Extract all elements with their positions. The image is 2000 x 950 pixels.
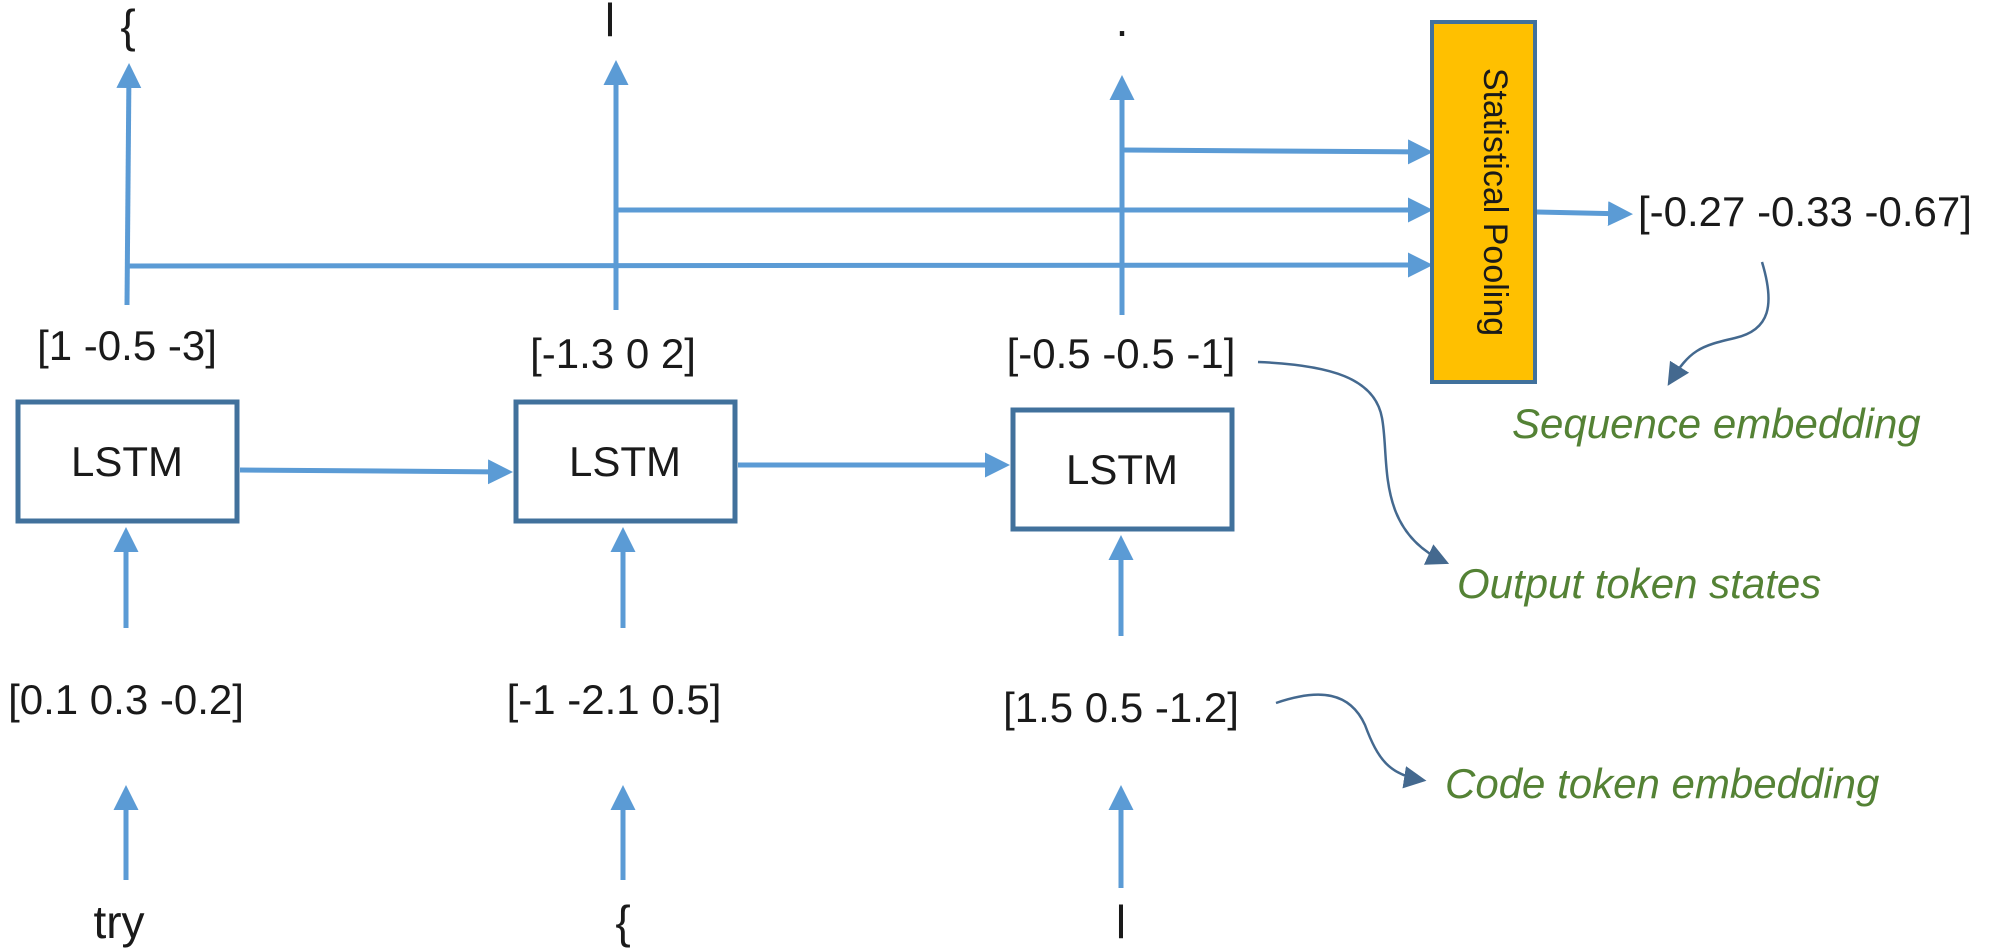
embedding-vector-2: [-1 -2.1 0.5] (507, 676, 722, 723)
predicted-token-3: . (1116, 0, 1129, 46)
sequence-embedding-pointer (1667, 261, 1770, 386)
predicted-token-1: { (120, 0, 135, 52)
arrow-state1-to-pooling (127, 252, 1433, 278)
output-states-pointer (1257, 360, 1450, 565)
lstm-cell-3: LSTM (1010, 407, 1235, 532)
code-token-embedding-label: Code token embedding (1445, 760, 1879, 807)
output-token-states-label: Output token states (1457, 560, 1821, 607)
input-token-1: try (93, 896, 144, 948)
statistical-pooling-block: Statistical Pooling (1430, 20, 1537, 384)
sequence-embedding-label: Sequence embedding (1512, 400, 1921, 447)
predicted-token-2: l (605, 0, 615, 46)
output-state-3: [-0.5 -0.5 -1] (1007, 330, 1236, 377)
sequence-embedding-vector: [-0.27 -0.33 -0.67] (1638, 188, 1972, 235)
lstm-cell-2: LSTM (513, 399, 738, 524)
input-token-2: { (615, 896, 630, 948)
input-token-3: l (1116, 896, 1126, 948)
lstm-cell-1: LSTM (15, 399, 240, 524)
lstm-label-1: LSTM (71, 438, 183, 485)
pooling-box (1430, 20, 1537, 384)
output-state-2: [-1.3 0 2] (530, 330, 696, 377)
arrow-lstm1-to-lstm2 (239, 459, 513, 485)
lstm-label-3: LSTM (1066, 446, 1178, 493)
embedding-vector-1: [0.1 0.3 -0.2] (8, 676, 244, 723)
arrow-state-to-prediction-1 (116, 63, 142, 306)
lstm-label-2: LSTM (569, 438, 681, 485)
embedding-vector-3: [1.5 0.5 -1.2] (1003, 684, 1239, 731)
arrow-pooling-to-sequence (1536, 201, 1633, 227)
code-embedding-pointer (1275, 693, 1427, 789)
arrow-state3-to-pooling (1121, 139, 1433, 165)
output-state-1: [1 -0.5 -3] (37, 322, 217, 369)
pooling-label: Statistical Pooling (1476, 68, 1514, 336)
